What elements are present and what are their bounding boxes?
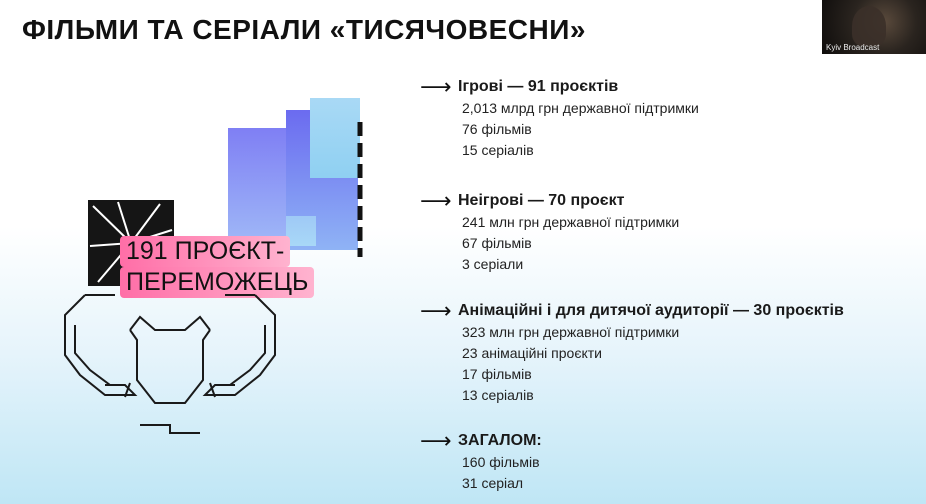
winners-badge: 191 ПРОЄКТ- ПЕРЕМОЖЕЦЬ <box>120 236 315 298</box>
section-feature: ⟶ Ігрові — 91 проєктів 2,013 млрд грн де… <box>420 76 699 161</box>
illustration: 191 ПРОЄКТ- ПЕРЕМОЖЕЦЬ <box>0 0 400 504</box>
arrow-right-icon: ⟶ <box>420 428 452 453</box>
presenter-silhouette <box>852 6 886 46</box>
section-line: 13 серіалів <box>462 387 534 403</box>
blue-block-front <box>310 98 360 178</box>
section-title: Ігрові — 91 проєктів <box>458 78 619 95</box>
section-line: 76 фільмів <box>462 121 532 137</box>
section-line: 3 серіали <box>462 256 524 272</box>
section-line: 2,013 млрд грн державної підтримки <box>462 100 699 116</box>
bear-line-art <box>64 294 276 434</box>
section-line: 15 серіалів <box>462 142 534 158</box>
badge-line-1: 191 ПРОЄКТ- <box>120 236 291 267</box>
section-line: 241 млн грн державної підтримки <box>462 214 680 230</box>
arrow-right-icon: ⟶ <box>420 188 452 213</box>
section-line: 67 фільмів <box>462 235 532 251</box>
section-line: 323 млн грн державної підтримки <box>462 324 680 340</box>
section-line: 17 фільмів <box>462 366 532 382</box>
section-animation: ⟶ Анімаційні і для дитячої аудиторії — 3… <box>420 300 844 406</box>
arrow-right-icon: ⟶ <box>420 298 452 323</box>
dashed-strip <box>357 122 363 257</box>
section-total: ⟶ ЗАГАЛОМ: 160 фільмів 31 серіал <box>420 430 542 494</box>
section-title: Неігрові — 70 проєкт <box>458 192 625 209</box>
webcam-label: Kyiv Broadcast <box>826 43 880 52</box>
section-title: Анімаційні і для дитячої аудиторії — 30 … <box>458 302 844 319</box>
arrow-right-icon: ⟶ <box>420 74 452 99</box>
section-line: 23 анімаційні проєкти <box>462 345 602 361</box>
section-line: 160 фільмів <box>462 454 540 470</box>
section-documentary: ⟶ Неігрові — 70 проєкт 241 млн грн держа… <box>420 190 679 275</box>
page-title: ФІЛЬМИ ТА СЕРІАЛИ «ТИСЯЧОВЕСНИ» <box>22 14 586 45</box>
blue-block-small <box>286 216 316 246</box>
section-title: ЗАГАЛОМ: <box>458 432 542 449</box>
section-line: 31 серіал <box>462 475 524 491</box>
badge-line-2: ПЕРЕМОЖЕЦЬ <box>120 267 315 298</box>
webcam-feed: Kyiv Broadcast <box>822 0 926 54</box>
